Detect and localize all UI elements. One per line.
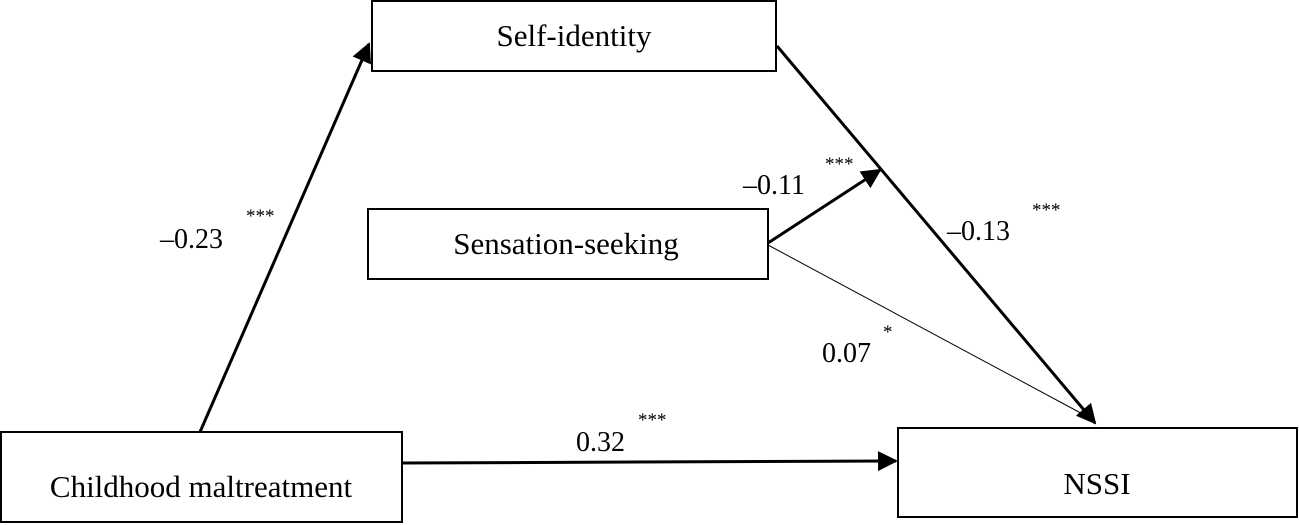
- coef-value: 0.07: [822, 338, 871, 369]
- node-nssi: NSSI: [897, 427, 1298, 518]
- path-sensation-to-nssi: [767, 244, 1091, 419]
- node-nssi-label: NSSI: [1063, 466, 1130, 501]
- node-sensation-seeking-label: Sensation-seeking: [453, 226, 679, 261]
- path-maltreatment-to-nssi: [401, 451, 898, 472]
- path-sensation-moderation: [767, 168, 882, 245]
- coef-value: –0.11: [742, 170, 805, 201]
- coef-significance: ***: [246, 206, 275, 227]
- node-sensation-seeking: Sensation-seeking: [367, 208, 769, 280]
- coef-value: –0.13: [946, 216, 1010, 247]
- node-self-identity: Self-identity: [371, 0, 777, 72]
- coef-sensation-to-nssi: 0.07 *: [822, 322, 893, 369]
- coef-significance: ***: [1032, 200, 1061, 221]
- coef-significance: *: [883, 322, 893, 343]
- node-self-identity-label: Self-identity: [497, 18, 652, 53]
- path-identity-to-nssi: [775, 45, 1097, 425]
- coef-maltreatment-to-nssi: 0.32 ***: [576, 410, 667, 458]
- coef-sensation-moderation: –0.11 ***: [742, 154, 854, 201]
- coef-value: –0.23: [159, 224, 223, 255]
- path-maltreatment-to-identity: [198, 42, 371, 433]
- coef-maltreatment-to-identity: –0.23 ***: [159, 206, 275, 255]
- node-childhood-maltreatment: Childhood maltreatment: [0, 431, 403, 523]
- coef-identity-to-nssi: –0.13 ***: [946, 200, 1061, 247]
- coef-significance: ***: [638, 410, 667, 431]
- coef-value: 0.32: [576, 427, 625, 458]
- coef-significance: ***: [825, 154, 854, 175]
- node-childhood-maltreatment-label: Childhood maltreatment: [50, 469, 353, 504]
